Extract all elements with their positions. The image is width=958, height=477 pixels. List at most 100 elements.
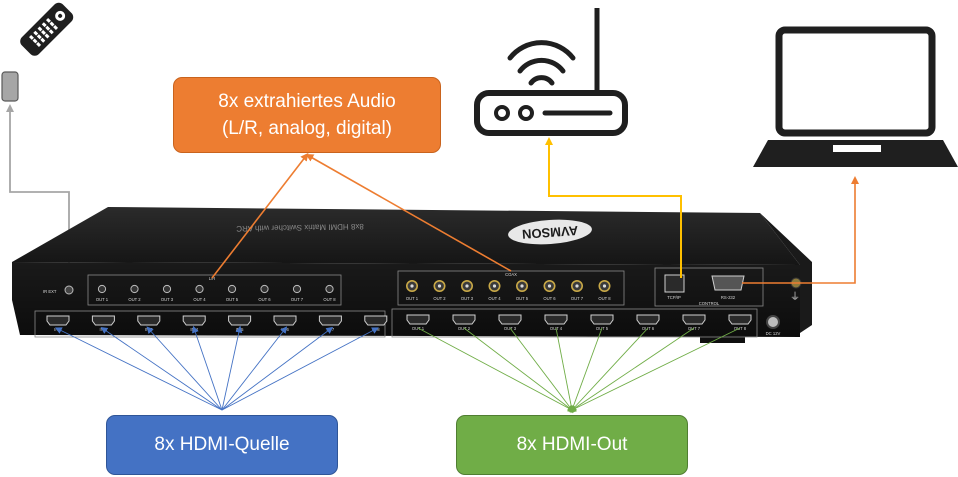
audio-coax-arrow xyxy=(305,154,512,272)
hdmi-source-connections xyxy=(54,325,379,411)
lr-audio-port-label: OUT 3 xyxy=(161,297,174,302)
network-line xyxy=(545,137,682,278)
hdmi-in-port[interactable] xyxy=(91,315,115,326)
lr-audio-jack[interactable] xyxy=(292,284,302,294)
hdmi-out-port[interactable] xyxy=(682,314,706,325)
hdmi-in-port[interactable] xyxy=(182,315,206,326)
hdmi-out-label-box: 8x HDMI-Out xyxy=(456,415,688,475)
lr-audio-port-label: OUT 4 xyxy=(193,297,206,302)
hdmi-source-arrow xyxy=(221,327,379,411)
coax-jack-pin xyxy=(602,284,607,288)
hdmi-out-port[interactable] xyxy=(544,314,568,325)
extracted-audio-label-box: 8x extrahiertes Audio (L/R, analog, digi… xyxy=(173,77,441,153)
audio-lr-arrow xyxy=(211,152,309,279)
hdmi-source-arrow xyxy=(100,327,223,411)
hdmi-out-port[interactable] xyxy=(498,314,522,325)
hdmi-in-port[interactable] xyxy=(364,315,388,326)
coax-port-label: OUT 5 xyxy=(516,296,529,301)
hdmi-source-arrow xyxy=(221,326,288,411)
lr-audio-jack[interactable] xyxy=(227,284,237,294)
rs232-label: RS-232 xyxy=(721,295,736,300)
lr-audio-jack[interactable] xyxy=(162,284,172,294)
lr-audio-jack[interactable] xyxy=(325,284,334,294)
rs232-port[interactable] xyxy=(711,275,745,291)
coax-jack-pin xyxy=(520,284,524,288)
hdmi-source-arrow xyxy=(221,326,334,411)
lr-audio-port-label: OUT 8 xyxy=(323,297,336,302)
coax-port-label: OUT 2 xyxy=(433,296,446,301)
hdmi-out-arrow xyxy=(417,327,576,412)
tcpip-label: TCP/IP xyxy=(667,295,681,300)
hdmi-in-port[interactable] xyxy=(137,315,161,326)
hdmi-in-port[interactable] xyxy=(46,315,70,326)
coax-jack-pin xyxy=(437,284,442,288)
dc-label: DC 12V xyxy=(766,331,781,336)
lr-audio-port-label: OUT 6 xyxy=(258,297,271,302)
lr-audio-jack[interactable] xyxy=(195,284,204,294)
hdmi-source-arrow xyxy=(192,325,223,411)
lr-audio-jack[interactable] xyxy=(260,284,269,294)
remote-control-icon xyxy=(20,2,74,56)
hdmi-out-port[interactable] xyxy=(406,314,430,325)
hdmi-source-arrow xyxy=(146,326,223,411)
hdmi-source-label-box: 8x HDMI-Quelle xyxy=(106,415,338,475)
wifi-router-icon xyxy=(474,8,628,136)
lr-audio-port-label: OUT 7 xyxy=(291,297,304,302)
lr-audio-jack[interactable] xyxy=(130,284,139,294)
brand-logo: AVMSON xyxy=(522,223,579,242)
hdmi-out-port[interactable] xyxy=(636,314,660,325)
control-panel xyxy=(654,267,764,307)
coax-port-label: OUT 1 xyxy=(406,296,419,301)
laptop-icon xyxy=(753,26,958,167)
hdmi-source-label: 8x HDMI-Quelle xyxy=(154,434,290,455)
hdmi-in-port-label: IN 6 xyxy=(281,327,289,332)
hdmi-out-arrow xyxy=(569,327,649,413)
coax-port-label: OUT 4 xyxy=(488,296,501,301)
hdmi-out-label: 8x HDMI-Out xyxy=(516,434,628,455)
model-text: 8x8 HDMI Matrix Switcher with ARC xyxy=(236,222,364,233)
lr-audio-port-label: OUT 2 xyxy=(128,297,141,302)
hdmi-out-arrow xyxy=(509,327,575,413)
hdmi-in-port[interactable] xyxy=(228,315,252,326)
ir-receiver-icon xyxy=(1,71,19,102)
rs232-laptop-line xyxy=(742,176,859,284)
hdmi-out-arrow xyxy=(569,327,695,412)
hdmi-out-port[interactable] xyxy=(452,314,476,325)
coax-jack-pin xyxy=(575,284,579,288)
lr-label: L/R xyxy=(209,276,216,281)
coax-jack-pin xyxy=(492,284,497,288)
hdmi-in-port[interactable] xyxy=(318,315,342,326)
hdmi-out-port-label: OUT 6 xyxy=(642,326,655,331)
hdmi-out-port[interactable] xyxy=(590,314,614,325)
control-label: CONTROL xyxy=(699,301,720,306)
coax-label: COAX xyxy=(505,272,517,277)
audio-label-line2: (L/R, analog, digital) xyxy=(221,118,393,139)
coax-port-label: OUT 3 xyxy=(461,296,474,301)
hdmi-out-panel xyxy=(391,308,758,338)
matrix-switcher-device: AVMSON 8x8 HDMI Matrix Switcher with ARC… xyxy=(12,207,812,343)
hdmi-out-port-label: OUT 8 xyxy=(734,326,747,331)
hdmi-out-connections xyxy=(417,327,741,414)
audio-label-line1: 8x extrahiertes Audio xyxy=(218,91,396,112)
hdmi-out-port-label: OUT 7 xyxy=(688,326,701,331)
lr-audio-jack[interactable] xyxy=(97,284,107,294)
ir-ext-port[interactable] xyxy=(64,285,74,295)
coax-jack-pin xyxy=(465,284,469,288)
hdmi-out-arrow xyxy=(569,327,603,414)
hdmi-source-arrow xyxy=(54,327,223,411)
tcpip-port[interactable] xyxy=(664,274,685,293)
coax-port-label: OUT 6 xyxy=(543,296,556,301)
hdmi-out-port-label: OUT 5 xyxy=(596,326,609,331)
hdmi-in-port-label: IN 8 xyxy=(372,327,380,332)
hdmi-in-port[interactable] xyxy=(273,315,297,326)
ground-icon: ⏚ xyxy=(790,291,800,303)
lr-audio-port-label: OUT 5 xyxy=(226,297,239,302)
hdmi-out-arrow xyxy=(463,327,575,413)
hdmi-out-port[interactable] xyxy=(728,314,752,325)
lr-audio-port-label: OUT 1 xyxy=(96,297,109,302)
coax-port-label: OUT 7 xyxy=(571,296,584,301)
hdmi-source-arrow xyxy=(221,325,243,411)
coax-jack-pin xyxy=(410,284,414,288)
dc-power-port[interactable] xyxy=(766,315,780,329)
